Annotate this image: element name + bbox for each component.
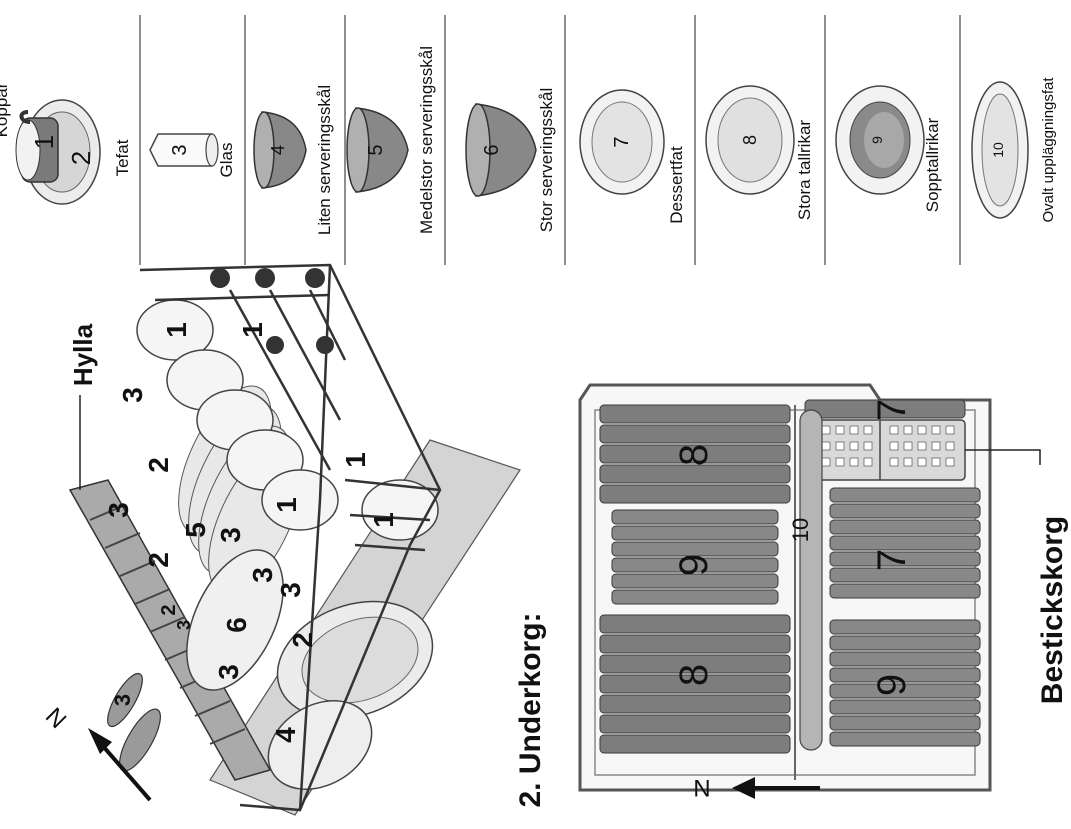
lower-arrow-label: N — [693, 774, 710, 801]
upper-num: 2 — [143, 457, 174, 473]
legend-num-7: 7 — [611, 136, 633, 147]
soup-plate-icon — [835, 85, 925, 195]
upper-num: 2 — [287, 632, 318, 648]
upper-num: 3 — [275, 582, 306, 598]
upper-num: 5 — [180, 522, 211, 538]
lower-num: 7 — [870, 399, 914, 421]
glass-icon — [149, 133, 219, 167]
upper-num: 1 — [237, 322, 268, 338]
upper-num: 3 — [103, 502, 134, 518]
upper-num: 2 — [158, 604, 180, 615]
oval-platter-10-shape — [799, 409, 823, 751]
legend-label-glas: Glas — [217, 143, 236, 178]
upper-num: 1 — [368, 512, 399, 528]
hylla-label: Hylla — [68, 323, 98, 386]
plates-7-top — [804, 399, 966, 419]
upper-num: 1 — [340, 452, 371, 468]
dessert-plate-icon — [579, 89, 665, 195]
legend-label-liten: Liten serveringsskål — [315, 85, 334, 235]
legend-num-9: 9 — [869, 136, 885, 144]
cutlery-basket — [814, 419, 966, 481]
legend-label-koppar: Koppar — [0, 82, 11, 137]
shelf-glasses — [107, 672, 161, 772]
upper-num: 4 — [270, 727, 301, 743]
upper-num: 6 — [221, 617, 252, 633]
legend-label-tefat: Tefat — [113, 139, 132, 176]
rack-knobs — [210, 268, 334, 354]
bowl-6-shape — [186, 549, 284, 691]
plates-9-left — [611, 509, 779, 605]
legend-label-stora: Stora tallrikar — [795, 120, 814, 220]
upper-num: 1 — [271, 497, 302, 513]
plates-9-right — [829, 619, 981, 747]
legend-num-10: 10 — [990, 142, 1006, 158]
upper-num: 3 — [174, 620, 194, 630]
bowl-4-shape — [267, 700, 373, 790]
lower-num: 8 — [672, 444, 716, 466]
upper-num: 3 — [213, 664, 244, 680]
small-bowl-icon — [253, 111, 307, 189]
lower-num: 8 — [672, 664, 716, 686]
legend-num-2: 2 — [66, 151, 96, 165]
legend-strip: 1 2 Koppar Tefat 3 Glas 4 Liten serverin… — [0, 15, 1057, 265]
lower-basket-illustration: 8 9 8 7 10 7 9 2. Underkorg: Bestickskor… — [514, 383, 1069, 808]
lower-num: 10 — [788, 518, 813, 542]
legend-num-3: 3 — [169, 144, 191, 155]
oval-platter-icon — [971, 81, 1029, 219]
upper-num: 3 — [247, 567, 278, 583]
large-plate-icon — [705, 85, 795, 195]
plates-8-top — [599, 404, 791, 504]
legend-label-ovalt: Ovalt uppläggningsfat — [1040, 77, 1057, 223]
upper-basket-illustration: Hylla N 1 1 1 1 1 2 2 2 2 3 3 3 3 3 3 3 … — [41, 263, 521, 816]
legend-label-medelstor: Medelstor serveringsskål — [417, 46, 436, 234]
cup-saucer-icon — [15, 99, 101, 205]
lower-basket-title: 2. Underkorg: — [514, 612, 547, 807]
lower-num: 9 — [870, 674, 914, 696]
upper-num: 3 — [117, 387, 148, 403]
upper-num: 3 — [110, 694, 135, 706]
upper-arrow-label: N — [41, 702, 72, 733]
legend-num-4: 4 — [268, 145, 288, 155]
upper-num: 1 — [161, 322, 192, 338]
upper-num: 3 — [215, 527, 246, 543]
legend-label-stor: Stor serveringsskål — [537, 88, 556, 233]
lower-arrow-icon — [732, 777, 820, 799]
lower-num: 9 — [672, 554, 716, 576]
cutlery-basket-label: Bestickskorg — [1036, 516, 1069, 704]
plates-8-bottom — [599, 614, 791, 754]
legend-num-5: 5 — [365, 144, 387, 155]
legend-num-6: 6 — [481, 144, 503, 155]
large-bowl-icon — [465, 103, 537, 197]
cutlery-leader-line — [965, 449, 1041, 465]
lower-num: 7 — [870, 549, 914, 571]
legend-num-8: 8 — [740, 135, 760, 145]
upper-rack-wire — [139, 263, 442, 812]
legend-label-dessertfat: Dessertfat — [667, 146, 686, 224]
upper-cups — [136, 299, 439, 541]
plates-7-middle — [829, 487, 981, 599]
legend-num-1: 1 — [29, 135, 59, 149]
medium-bowl-icon — [346, 107, 409, 193]
legend-label-sopp: Sopptallrikar — [923, 117, 942, 212]
upper-arrow-icon — [88, 728, 152, 802]
upper-num: 2 — [143, 552, 174, 568]
